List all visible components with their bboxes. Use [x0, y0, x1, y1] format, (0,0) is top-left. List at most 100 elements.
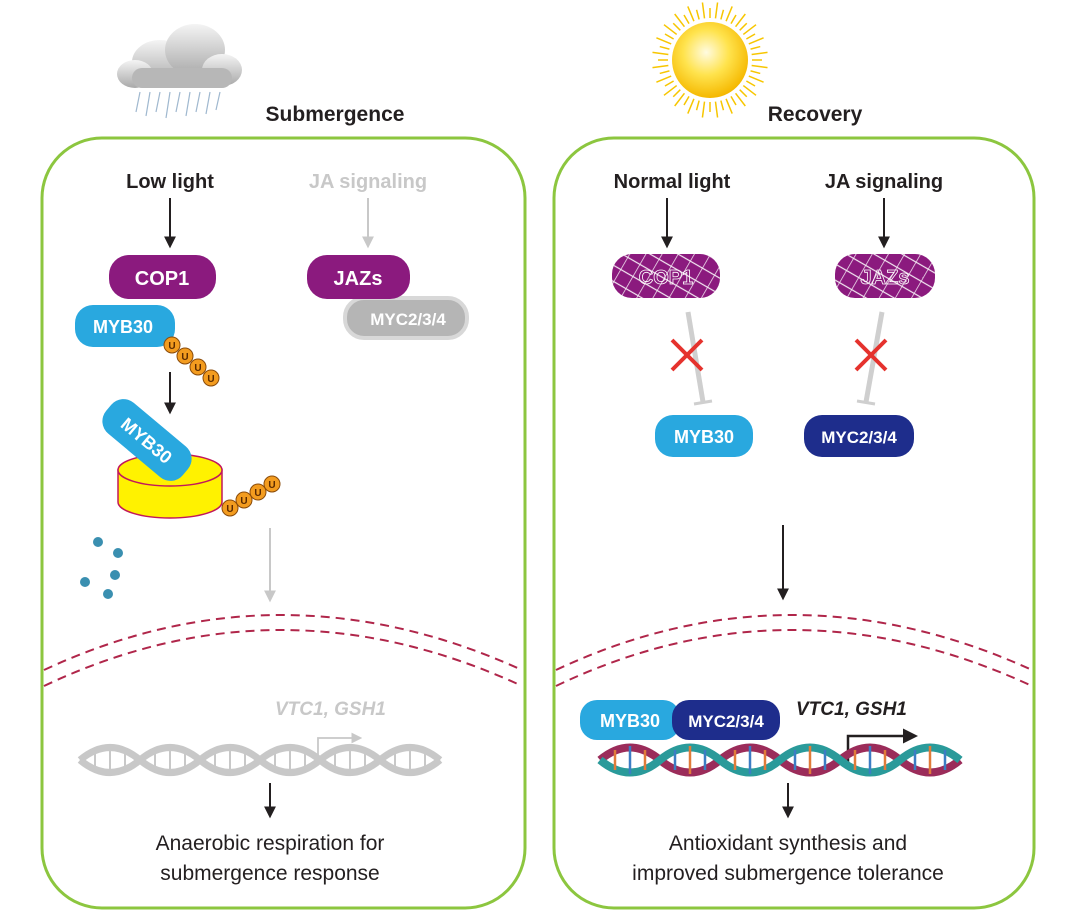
peptide-fragments [80, 537, 123, 599]
dna-active [597, 743, 963, 777]
left-outcome-line1: Anaerobic respiration for [156, 832, 385, 855]
sun-ray [687, 6, 695, 22]
sun-ray [745, 80, 756, 87]
dna-myc-label: MYC2/3/4 [688, 712, 764, 731]
sun-ray [720, 9, 725, 20]
sun-ray [683, 95, 690, 106]
ja-signaling-label-faded: JA signaling [309, 171, 427, 193]
myc-active-label: MYC2/3/4 [821, 428, 897, 447]
sun-ray [701, 2, 706, 19]
sun-ray [748, 37, 764, 45]
ubiquitin-label: U [207, 374, 214, 385]
myb30-active: MYB30 [655, 415, 753, 457]
ubiquitin-label: U [226, 504, 233, 515]
sun-ray [672, 89, 681, 98]
ubiquitin-label: U [268, 480, 275, 491]
sun-ray [742, 24, 757, 36]
sun-ray [720, 100, 725, 111]
submergence-panel: Submergence Low light JA signaling COP1 … [40, 24, 527, 910]
red-x-icon [854, 338, 888, 372]
cop1-protein: COP1 [109, 255, 216, 299]
myc-protein-faded: MYC2/3/4 [343, 296, 469, 340]
left-outcome-line2: submergence response [160, 862, 379, 885]
sun-ray [751, 64, 768, 69]
myc-label: MYC2/3/4 [370, 310, 446, 329]
recovery-title: Recovery [768, 103, 863, 126]
recovery-cell-border [552, 136, 1036, 910]
low-light-label: Low light [126, 171, 214, 193]
jazs-protein: JAZs [307, 255, 410, 299]
sun-ray [725, 98, 733, 114]
sun-ray [725, 6, 733, 22]
sun-ray [659, 70, 670, 75]
sun-ray [652, 64, 669, 69]
sun-ray [748, 75, 764, 83]
myb30-degrading: MYB30 [102, 399, 192, 481]
sun-ray [701, 101, 706, 118]
sun-ray [683, 14, 690, 25]
ubiquitin-chain: U U U U [163, 336, 220, 387]
sun-ray [739, 89, 748, 98]
sun-ray [695, 100, 700, 111]
ubiquitin-label: U [240, 496, 247, 507]
ubiquitin-label: U [168, 341, 175, 352]
rain-cloud-icon [117, 24, 242, 119]
recovery-panel: Recovery Normal light JA signaling COP1 … [552, 2, 1036, 910]
cop1-degraded: COP1 [612, 254, 720, 298]
sun-ray [750, 70, 761, 75]
sun-ray [687, 98, 695, 114]
sun-ray [659, 45, 670, 50]
ja-signaling-label: JA signaling [825, 171, 943, 193]
sun-ray [750, 45, 761, 50]
sun-ray [674, 92, 686, 107]
sun-ray [734, 92, 746, 107]
sun-ray [664, 80, 675, 87]
sun-ray [695, 9, 700, 20]
dna-bound-myc: MYC2/3/4 [672, 700, 780, 740]
red-x-icon [670, 338, 704, 372]
dna-myb30-label: MYB30 [600, 711, 660, 731]
nucleus-membrane-right [555, 614, 1033, 687]
sun-ray [663, 84, 678, 96]
jazs-degraded-label: JAZs [861, 267, 910, 289]
sun-ray [742, 84, 757, 96]
sun-ray [656, 37, 672, 45]
promoter-arrow-faded [317, 732, 363, 760]
blocked-inhibition-cop1 [670, 311, 713, 406]
sun-ray [730, 95, 737, 106]
myb30-label: MYB30 [93, 317, 153, 337]
sun-ray [652, 51, 669, 56]
genes-label: VTC1, GSH1 [796, 699, 907, 720]
sun-ray [745, 33, 756, 40]
sun-ray [663, 24, 678, 36]
right-outcome-line2: improved submergence tolerance [632, 862, 944, 885]
genes-label-faded: VTC1, GSH1 [275, 699, 386, 720]
right-outcome-line1: Antioxidant synthesis and [669, 832, 907, 855]
cop1-degraded-label: COP1 [639, 267, 693, 289]
ubiquitin-label: U [194, 363, 201, 374]
ubiquitin-label: U [181, 352, 188, 363]
cop1-label: COP1 [135, 268, 189, 290]
sun-ray [714, 2, 719, 19]
myb30-protein: MYB30 [75, 305, 175, 347]
ubiquitin-label: U [254, 488, 261, 499]
dna-faded [77, 744, 443, 776]
normal-light-label: Normal light [614, 171, 731, 193]
sun-ray [656, 75, 672, 83]
sun-ray [672, 22, 681, 31]
sun-ray [751, 51, 768, 56]
sun-ray [739, 22, 748, 31]
jazs-degraded: JAZs [835, 254, 935, 298]
nucleus-membrane [43, 614, 523, 687]
sun-icon [652, 2, 768, 118]
dna-bound-myb30: MYB30 [580, 700, 680, 740]
submergence-cell-border [40, 136, 527, 910]
myc-active: MYC2/3/4 [804, 415, 914, 457]
myb30-active-label: MYB30 [674, 427, 734, 447]
ubiquitin-chain-released: U U U U [221, 475, 281, 517]
sun-ray [734, 13, 746, 28]
sun-ray [730, 14, 737, 25]
blocked-inhibition-jazs [854, 311, 888, 406]
jazs-label: JAZs [334, 268, 383, 290]
